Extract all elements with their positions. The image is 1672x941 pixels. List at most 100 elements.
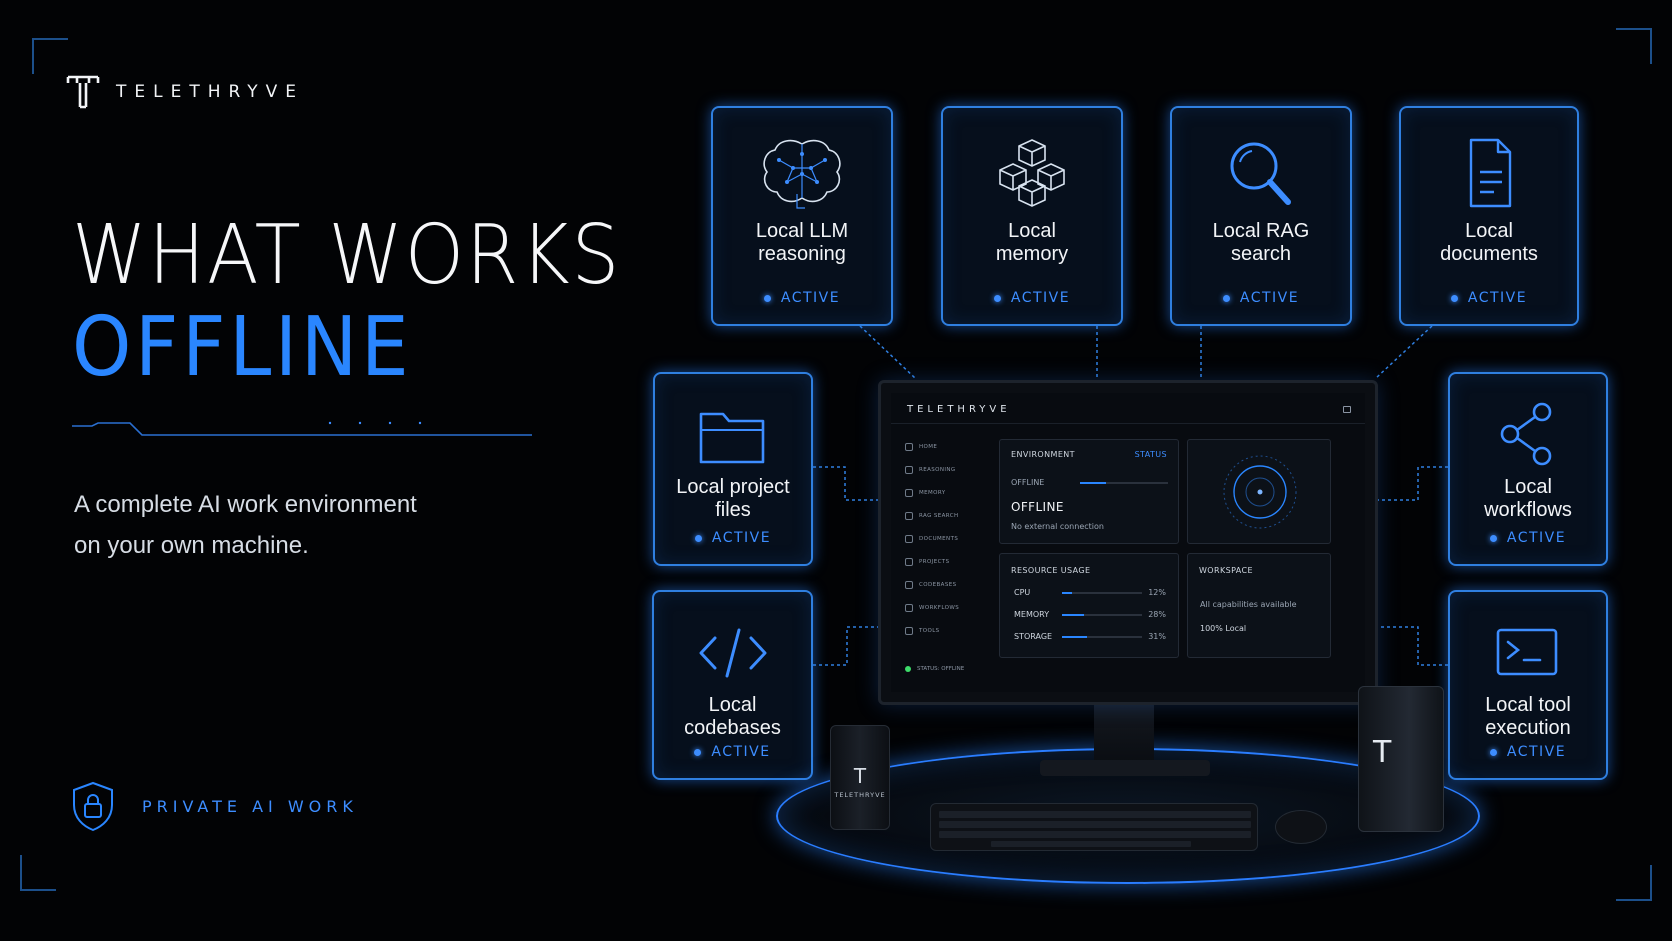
resource-label: STORAGE	[1014, 632, 1053, 641]
nav-label: PROJECTS	[919, 558, 950, 565]
frame-corner	[1616, 865, 1652, 901]
headline-line1: WHAT WORKS	[72, 208, 622, 303]
environment-panel: ENVIRONMENT STATUS OFFLINE OFFLINE No ex…	[999, 439, 1179, 544]
status-badge: ACTIVE	[1490, 530, 1566, 546]
environment-title: ENVIRONMENT	[1011, 450, 1075, 459]
nav-item-workflows[interactable]: WORKFLOWS	[905, 596, 995, 619]
frame-corner	[32, 38, 68, 74]
status-badge: ACTIVE	[1490, 744, 1566, 760]
shield-lock-icon	[73, 781, 113, 832]
workflow-icon	[905, 603, 913, 612]
nav-label: MEMORY	[919, 489, 946, 496]
mug-logo-icon: T	[853, 764, 867, 788]
mug: T TELETHRYVE	[830, 725, 890, 830]
monitor-stand	[1094, 705, 1154, 763]
nav-label: RAG SEARCH	[919, 512, 959, 519]
monitor: TELETHRYVE HOME REASONING MEMORY RAG SEA…	[878, 380, 1378, 705]
monitor-screen: TELETHRYVE HOME REASONING MEMORY RAG SEA…	[891, 393, 1365, 692]
home-icon	[905, 442, 913, 451]
status-dot-icon	[905, 666, 911, 672]
nav-item-rag-search[interactable]: RAG SEARCH	[905, 504, 995, 527]
resource-value: 28%	[1148, 610, 1166, 619]
card-local-documents[interactable]: Local documents ACTIVE	[1399, 106, 1579, 326]
resource-usage-title: RESOURCE USAGE	[1011, 566, 1091, 575]
magnifier-icon	[1230, 142, 1291, 205]
brand-name: TELETHRYVE	[116, 82, 304, 102]
card-local-memory[interactable]: Local memory ACTIVE	[941, 106, 1123, 326]
environment-mode-value: OFFLINE	[1011, 500, 1064, 514]
radar-icon	[1223, 455, 1297, 529]
environment-bar	[1080, 482, 1168, 484]
card-title: Local LLM reasoning	[755, 220, 849, 265]
workspace-panel: WORKSPACE All capabilities available 100…	[1187, 553, 1331, 658]
code-icon	[905, 580, 913, 589]
card-local-codebases[interactable]: Local codebases ACTIVE	[652, 590, 813, 780]
resource-usage-panel: RESOURCE USAGE CPU 12% MEMORY 28% STORAG…	[999, 553, 1179, 658]
tower-logo-icon: T	[1373, 735, 1392, 770]
screen-sidebar: HOME REASONING MEMORY RAG SEARCH DOCUMEN…	[905, 435, 995, 642]
radar-panel	[1187, 439, 1331, 544]
code-icon	[699, 628, 766, 678]
card-title: Local memory	[995, 220, 1069, 265]
nav-item-projects[interactable]: PROJECTS	[905, 550, 995, 573]
card-title: Local RAG search	[1212, 220, 1310, 265]
nav-item-documents[interactable]: DOCUMENTS	[905, 527, 995, 550]
screen-brand: TELETHRYVE	[907, 404, 1011, 415]
resource-label: MEMORY	[1014, 610, 1050, 619]
workspace-line1: All capabilities available	[1200, 600, 1297, 609]
status-badge: ACTIVE	[695, 530, 771, 546]
subtitle: A complete AI work environment on your o…	[74, 484, 494, 566]
frame-corner	[20, 855, 56, 891]
nav-label: WORKFLOWS	[919, 604, 960, 611]
brand: TELETHRYVE	[66, 74, 304, 110]
window-icon[interactable]	[1343, 406, 1351, 413]
document-icon	[905, 534, 913, 543]
document-icon	[1469, 138, 1512, 208]
share-nodes-icon	[1500, 402, 1552, 466]
resource-label: CPU	[1014, 588, 1031, 597]
card-local-rag-search[interactable]: Local RAG search ACTIVE	[1170, 106, 1352, 326]
card-title: Local workflows	[1484, 476, 1572, 521]
cubes-icon	[999, 139, 1065, 207]
card-title: Local documents	[1440, 220, 1538, 265]
nav-item-memory[interactable]: MEMORY	[905, 481, 995, 504]
nav-item-home[interactable]: HOME	[905, 435, 995, 458]
status-badge: ACTIVE	[764, 290, 840, 306]
tools-icon	[905, 626, 913, 635]
reasoning-icon	[905, 465, 913, 474]
card-local-llm-reasoning[interactable]: Local LLM reasoning ACTIVE	[711, 106, 893, 326]
folder-icon	[699, 412, 765, 464]
headline-line2: OFFLINE	[72, 300, 413, 395]
nav-item-codebases[interactable]: CODEBASES	[905, 573, 995, 596]
nav-item-reasoning[interactable]: REASONING	[905, 458, 995, 481]
keyboard-keys	[939, 811, 1251, 847]
nav-label: HOME	[919, 443, 938, 450]
environment-status-label: STATUS	[1134, 450, 1167, 459]
status-badge: ACTIVE	[1451, 290, 1527, 306]
monitor-stand-base	[1040, 760, 1210, 776]
resource-value: 12%	[1148, 588, 1166, 597]
terminal-icon	[1496, 628, 1558, 676]
mouse	[1275, 810, 1327, 844]
memory-icon	[905, 488, 913, 497]
private-badge: PRIVATE AI WORK	[70, 780, 358, 832]
workspace-line2: 100% Local	[1200, 624, 1247, 633]
nav-item-tools[interactable]: TOOLS	[905, 619, 995, 642]
private-label: PRIVATE AI WORK	[142, 796, 358, 816]
resource-bar	[1062, 592, 1142, 594]
subtitle-line1: A complete AI work environment	[74, 491, 417, 518]
folder-icon	[905, 557, 913, 566]
subtitle-line2: on your own machine.	[74, 532, 309, 559]
card-local-tool-execution[interactable]: Local tool execution ACTIVE	[1448, 590, 1608, 780]
decorative-rule	[72, 421, 532, 436]
resource-bar	[1062, 614, 1142, 616]
headline: WHAT WORKS OFFLINE	[72, 210, 669, 394]
nav-label: TOOLS	[919, 627, 940, 634]
resource-bar-fill	[1062, 614, 1085, 616]
card-local-workflows[interactable]: Local workflows ACTIVE	[1448, 372, 1608, 566]
status-badge: ACTIVE	[994, 290, 1070, 306]
card-local-project-files[interactable]: Local project files ACTIVE	[653, 372, 813, 566]
search-icon	[905, 511, 913, 520]
resource-bar-fill	[1062, 592, 1072, 594]
